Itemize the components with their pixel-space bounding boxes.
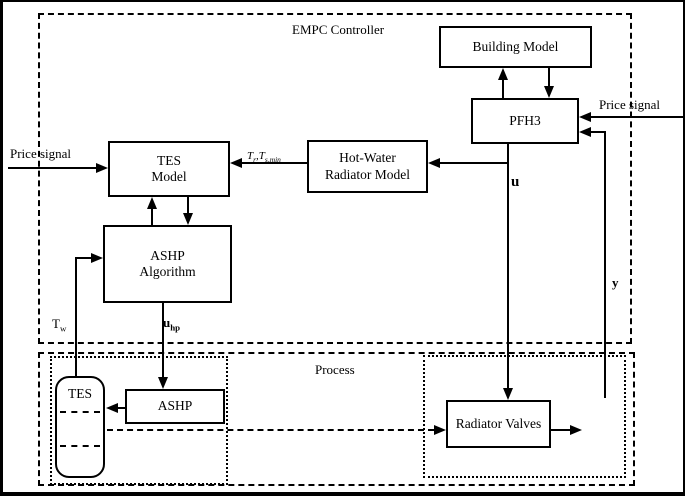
uhp-arrowhead: [158, 377, 168, 389]
y-label: y: [612, 275, 619, 290]
frame-left: [0, 0, 3, 496]
ashpalg-to-tesmodel-line: [151, 208, 153, 225]
tr-base: T: [247, 150, 254, 162]
tes-tank-layer-line-2: [60, 445, 100, 447]
hot-water-line1: Hot-Water: [339, 150, 396, 166]
ashp-to-tes-arrowhead: [106, 403, 118, 413]
tesmodel-to-ashpalg-arrowhead: [183, 213, 193, 225]
radiator-valves-block: Radiator Valves: [446, 400, 551, 448]
tr-ts-label: Tr,Ts,min: [247, 150, 281, 164]
price-signal-right-arrowhead: [579, 112, 591, 122]
frame-right: [683, 0, 685, 496]
tes-model-line1: TES: [156, 152, 181, 168]
price-signal-right-label: Price signal: [599, 97, 661, 112]
pfh3-label: PFH3: [509, 112, 541, 128]
ashp-block: ASHP: [125, 389, 225, 424]
process-title: Process: [315, 362, 355, 377]
ashpalg-to-tesmodel-arrowhead: [147, 197, 157, 209]
hot-water-radiator-model-block: Hot-Water Radiator Model: [307, 140, 428, 193]
tes-ashp-dotted-group: [50, 356, 228, 485]
empc-controller-boundary: [38, 13, 632, 344]
pfh3-to-building-arrowhead: [498, 68, 508, 80]
ashp-label: ASHP: [157, 398, 193, 414]
y-feedback-hline: [590, 131, 606, 133]
ts-base: T: [258, 150, 265, 162]
radiator-valves-label: Radiator Valves: [455, 415, 542, 431]
tw-hline: [75, 257, 91, 259]
tesmodel-to-ashpalg-line: [187, 197, 189, 214]
tes-to-valves-dashed-line: [107, 429, 434, 431]
radiator-valves-dotted-group: [423, 355, 626, 478]
pfh3-block: PFH3: [471, 98, 579, 144]
price-signal-left-line: [8, 167, 96, 169]
price-signal-right-line: [590, 116, 683, 118]
u-into-valves-arrowhead: [503, 388, 513, 400]
pfh3-to-building-line: [502, 79, 504, 98]
process-boundary: [38, 352, 635, 486]
tr-ts-sep: ,: [256, 150, 259, 162]
y-feedback-arrowhead: [579, 127, 591, 137]
hotwater-to-tesmodel-arrowhead: [230, 158, 242, 168]
tes-tank-layer-line-1: [60, 411, 100, 413]
tw-vline: [75, 257, 77, 376]
hotwater-to-tesmodel-line: [242, 162, 307, 164]
uhp-base: u: [163, 315, 171, 330]
ashp-algorithm-block: ASHP Algorithm: [103, 225, 232, 303]
frame-top: [0, 0, 685, 2]
tes-to-valves-arrowhead: [434, 425, 446, 435]
y-feedback-vline: [604, 131, 606, 398]
ashp-to-tes-line: [118, 407, 126, 409]
tes-model-line2: Model: [151, 169, 187, 184]
u-label: u: [511, 174, 520, 190]
u-branch-hline: [440, 162, 508, 164]
frame-bottom: [0, 492, 685, 496]
uhp-label: uhp: [163, 315, 180, 333]
building-to-pfh3-line: [548, 68, 550, 87]
valves-output-line: [551, 429, 570, 431]
ts-sub: s,min: [264, 155, 281, 165]
price-signal-left-arrowhead: [96, 163, 108, 173]
price-signal-left-label: Price signal: [10, 146, 72, 161]
tw-sub: w: [59, 323, 67, 334]
tes-model-block: TES Model: [108, 141, 230, 197]
u-into-hotwater-arrowhead: [428, 158, 440, 168]
building-model-block: Building Model: [439, 26, 592, 68]
valves-output-arrowhead: [570, 425, 582, 435]
tes-tank-label: TES: [67, 386, 92, 401]
ashp-algorithm-line1: ASHP: [150, 247, 185, 263]
tr-sub: r: [253, 155, 257, 165]
empc-controller-title: EMPC Controller: [292, 22, 385, 37]
building-model-label: Building Model: [472, 38, 559, 54]
uhp-sub: hp: [170, 322, 181, 333]
uhp-line: [162, 303, 164, 377]
ashp-algorithm-line2: Algorithm: [139, 264, 196, 279]
u-vline: [507, 144, 509, 389]
tw-label: Tw: [52, 316, 66, 334]
tes-tank: TES: [55, 376, 105, 478]
hot-water-line2: Radiator Model: [324, 166, 411, 182]
tw-arrowhead: [91, 253, 103, 263]
building-to-pfh3-arrowhead: [544, 86, 554, 98]
tw-base: T: [52, 316, 60, 331]
